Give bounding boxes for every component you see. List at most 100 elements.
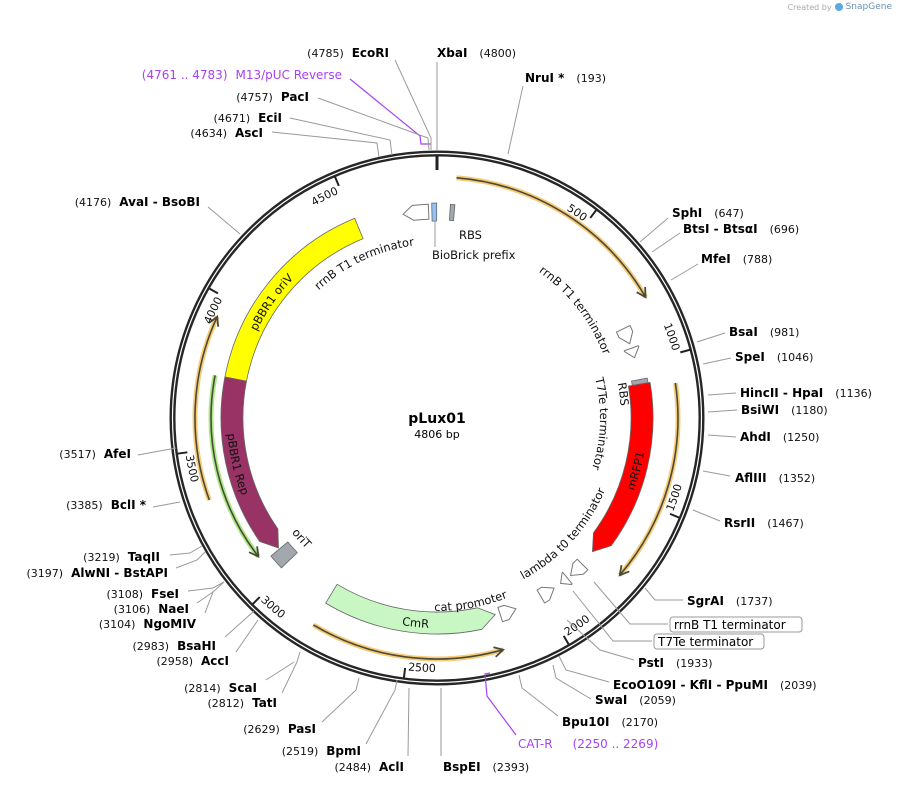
restriction-site[interactable]: SphI(647) (639, 206, 744, 243)
feature-t7te-terminator[interactable] (623, 345, 640, 359)
feature-rrnb-t1-terminator[interactable] (615, 324, 634, 345)
site-label[interactable]: PstI(1933) (638, 656, 713, 670)
restriction-site[interactable]: (2484)AclI (334, 687, 410, 774)
restriction-site[interactable]: (3104)NgoMIV (99, 581, 225, 631)
site-label[interactable]: (3385)BclI * (66, 498, 147, 512)
feature-mrfp1[interactable] (591, 381, 654, 553)
restriction-site[interactable]: BspEI(2393) (440, 688, 529, 774)
site-label[interactable]: (3219)TaqII (83, 550, 160, 564)
feature-biobrick-prefix[interactable] (431, 202, 438, 222)
feature-rbs[interactable] (448, 203, 456, 222)
site-label[interactable]: (2519)BpmI (282, 744, 361, 758)
site-label[interactable]: SpeI(1046) (735, 350, 813, 364)
restriction-site[interactable]: SwaI(2059) (552, 664, 676, 707)
site-label[interactable]: BsaI(981) (729, 325, 799, 339)
restriction-site[interactable]: (2519)BpmI (282, 679, 398, 758)
restriction-site[interactable]: SpeI(1046) (702, 350, 813, 365)
site-label[interactable]: XbaI(4800) (437, 46, 516, 60)
site-label[interactable]: (3106)NaeI (114, 602, 189, 616)
orf-arrow[interactable] (192, 314, 220, 501)
site-label[interactable]: (3104)NgoMIV (99, 617, 197, 631)
restriction-site[interactable]: BsiWI(1180) (707, 403, 828, 417)
orf-arrow[interactable] (312, 622, 505, 662)
restriction-site[interactable]: (2983)BsaHI (133, 610, 255, 653)
feature-t7te-terminator[interactable] (560, 571, 573, 586)
restriction-site[interactable]: MfeI(788) (670, 252, 772, 281)
tick-mark (177, 451, 188, 455)
restriction-site[interactable]: AhdI(1250) (707, 430, 819, 444)
site-label[interactable]: (2629)PasI (243, 722, 316, 736)
site-label[interactable]: SwaI(2059) (595, 693, 676, 707)
site-label[interactable]: (2812)TatI (207, 696, 277, 710)
orf-arrow[interactable] (617, 382, 681, 577)
site-label[interactable]: (2983)BsaHI (133, 639, 216, 653)
restriction-site[interactable]: (4634)AscI (190, 126, 380, 158)
site-label[interactable]: (4757)PacI (236, 90, 309, 104)
site-label[interactable]: BspEI(2393) (443, 760, 529, 774)
site-label[interactable]: HincII - HpaI(1136) (740, 386, 872, 400)
restriction-site[interactable]: HincII - HpaI(1136) (707, 386, 872, 400)
feature-callout[interactable]: rrnB T1 terminator (593, 581, 803, 633)
site-leader-line (651, 232, 681, 253)
feature-callout[interactable]: T7Te terminator (572, 590, 765, 650)
site-label[interactable]: (4634)AscI (190, 126, 263, 140)
site-label[interactable]: (2814)ScaI (184, 681, 257, 695)
restriction-site[interactable]: NruI *(193) (507, 71, 606, 155)
primer-cat-r[interactable]: CAT-R(2250 .. 2269) (484, 672, 658, 751)
orf-arrow[interactable] (208, 374, 261, 559)
site-label[interactable]: EcoO109I - KflI - PpuMI(2039) (613, 678, 817, 692)
site-label[interactable]: (4671)EciI (214, 111, 282, 125)
site-label[interactable]: Bpu10I(2170) (562, 715, 658, 729)
restriction-site[interactable]: (2629)PasI (243, 677, 360, 736)
restriction-site[interactable]: Bpu10I(2170) (518, 674, 658, 729)
site-label[interactable]: SgrAI(1737) (687, 594, 772, 608)
primer-m13-puc-reverse[interactable]: (4761 .. 4783)M13/pUC Reverse (142, 68, 431, 145)
site-label[interactable]: (4785)EcoRI (307, 46, 389, 60)
restriction-site[interactable]: (3385)BclI * (66, 498, 181, 512)
restriction-site[interactable]: (2958)AccI (156, 619, 259, 668)
site-label[interactable]: (3197)AlwNI - BstAPI (27, 566, 168, 580)
feature-lambda-t0-terminator[interactable] (536, 586, 555, 604)
feature-cat-promoter[interactable] (497, 604, 517, 623)
site-label[interactable]: (3517)AfeI (59, 447, 131, 461)
restriction-site[interactable]: BtsI - BtsαI(696) (651, 222, 799, 253)
restriction-site[interactable]: (4671)EciI (214, 111, 393, 156)
restriction-site[interactable]: SgrAI(1737) (644, 587, 772, 608)
restriction-site[interactable]: EcoO109I - KflI - PpuMI(2039) (558, 655, 817, 692)
restriction-site[interactable]: XbaI(4800) (436, 46, 516, 150)
restriction-site[interactable]: (3108)FseI (106, 581, 225, 601)
site-label[interactable]: SphI(647) (672, 206, 744, 220)
restriction-site[interactable]: (3517)AfeI (59, 447, 177, 461)
feature-rrnb-t1-terminator[interactable] (402, 203, 430, 221)
site-position: (1180) (791, 404, 828, 417)
site-label[interactable]: (2958)AccI (156, 654, 229, 668)
site-label[interactable]: AhdI(1250) (740, 430, 819, 444)
orf-arrow[interactable] (456, 175, 648, 299)
restriction-site[interactable]: (3197)AlwNI - BstAPI (27, 551, 206, 580)
site-label[interactable]: (3108)FseI (106, 587, 179, 601)
site-label[interactable]: (4176)AvaI - BsoBI (75, 195, 200, 209)
restriction-site[interactable]: (2812)TatI (207, 651, 301, 710)
site-label[interactable]: BsiWI(1180) (741, 403, 828, 417)
feature-cmr[interactable] (325, 583, 496, 635)
restriction-site[interactable]: PstI(1933) (566, 619, 713, 670)
site-label[interactable]: BtsI - BtsαI(696) (683, 222, 799, 236)
restriction-site[interactable]: (4176)AvaI - BsoBI (75, 195, 241, 235)
restriction-site[interactable]: BsaI(981) (696, 325, 799, 343)
site-label[interactable]: MfeI(788) (701, 252, 772, 266)
restriction-site[interactable]: (4785)EcoRI (307, 46, 432, 150)
restriction-site[interactable]: RsrII(1467) (692, 509, 804, 530)
restriction-site[interactable]: (2814)ScaI (184, 661, 295, 695)
site-label[interactable]: AflIII(1352) (735, 471, 815, 485)
site-label[interactable]: NruI *(193) (525, 71, 606, 85)
site-label[interactable]: (2484)AclI (334, 760, 404, 774)
restriction-site[interactable]: (3106)NaeI (114, 591, 214, 616)
restriction-site[interactable]: AflIII(1352) (702, 470, 815, 485)
restriction-site[interactable]: (4757)PacI (236, 90, 430, 151)
feature-pbbr1-oriv[interactable] (224, 217, 364, 382)
feature-orit[interactable] (270, 541, 298, 569)
feature-rrnb-t1-terminator[interactable] (569, 558, 589, 577)
restriction-site[interactable]: (3219)TaqII (83, 545, 203, 564)
site-label[interactable]: RsrII(1467) (724, 516, 804, 530)
